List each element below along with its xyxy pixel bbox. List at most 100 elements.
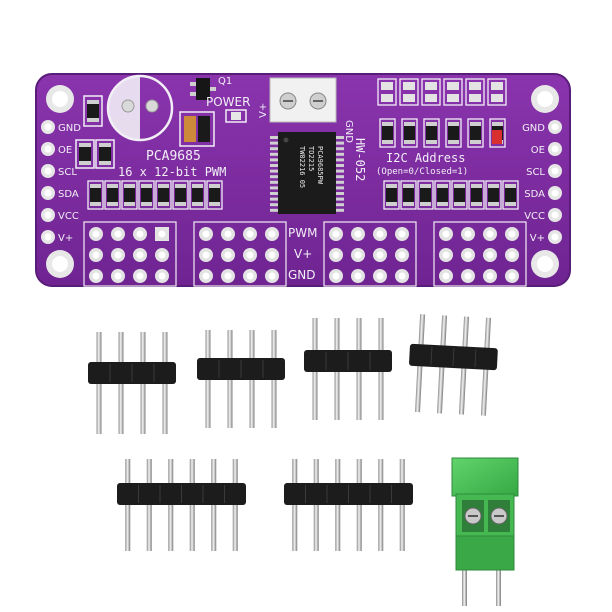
right-pin-label: GND: [522, 123, 545, 134]
pwm-pin-hole: [332, 272, 340, 280]
pin-header-6-b: [284, 459, 413, 551]
pwm-pin-hole: [246, 251, 254, 259]
resistor-left-5: [172, 180, 189, 210]
pwm-pin-hole: [158, 272, 166, 280]
resistor-top-0: [379, 118, 396, 148]
address-jumper-1: [399, 78, 419, 106]
pwm-pin-hole: [114, 230, 122, 238]
address-jumper-3: [443, 78, 463, 106]
left-pin-label: SCL: [58, 167, 77, 178]
resistor-right-3: [434, 180, 451, 210]
pwm-pin-hole: [158, 251, 166, 259]
chip-name-label: PCA9685: [146, 149, 201, 164]
pwm-pin-hole: [268, 251, 276, 259]
pwm-pin-hole: [486, 230, 494, 238]
center-label-vplus: V+: [294, 247, 312, 261]
board-terminal-block: V+ GND: [258, 77, 354, 143]
pin-header-6-a: [117, 459, 246, 551]
mounting-holes: [46, 85, 559, 278]
pwm-pin-hole: [224, 251, 232, 259]
chip-marking-1: PCA9685PW: [316, 146, 324, 185]
i2c-title-label: I2C Address: [386, 151, 465, 165]
pwm-pin-hole: [354, 272, 362, 280]
resistor-right-6: [485, 180, 502, 210]
address-jumper-0: [377, 78, 397, 106]
resistor-left-0: [87, 180, 104, 210]
left-pin-label: SDA: [58, 189, 79, 200]
left-pin-label: VCC: [58, 211, 79, 222]
pwm-pin-hole: [92, 272, 100, 280]
right-pin-label: V+: [530, 233, 545, 244]
center-label-gnd: GND: [288, 268, 316, 282]
pwm-pin-hole: [442, 230, 450, 238]
pwm-group-0: [83, 221, 177, 287]
pcb-board: Q1 POWER: [35, 73, 571, 287]
left-pin-label: OE: [58, 145, 72, 156]
chip-marking-2: TD2215: [307, 146, 315, 171]
pin-header-4-b: [197, 330, 285, 428]
resistor-left-7: [206, 180, 223, 210]
pwm-pin-hole: [332, 230, 340, 238]
left-pin-label: GND: [58, 123, 81, 134]
resistor-row-top: [379, 118, 506, 148]
capacitor-footprint: [106, 74, 174, 142]
right-pin-label: VCC: [524, 211, 545, 222]
pwm-pin-hole: [246, 272, 254, 280]
pwm-pin-hole: [246, 230, 254, 238]
power-label: POWER: [206, 95, 250, 109]
resistor-row-left: [87, 180, 223, 210]
pwm-pin-hole: [268, 272, 276, 280]
pwm-pin-hole: [92, 230, 100, 238]
resistor-right-2: [417, 180, 434, 210]
smd-resistors-left: [75, 95, 215, 169]
pwm-pin-hole: [332, 251, 340, 259]
pwm-pin-hole: [508, 272, 516, 280]
pwm-pin-hole: [508, 230, 516, 238]
transistor-q1: Q1: [190, 76, 232, 100]
pwm-pin-hole: [464, 251, 472, 259]
center-label-pwm: PWM: [288, 226, 317, 240]
right-pin-label: OE: [531, 145, 545, 156]
power-led: [225, 109, 247, 123]
pwm-pin-hole: [114, 272, 122, 280]
resistor-left-2: [121, 180, 138, 210]
resistor-right-4: [451, 180, 468, 210]
pwm-pin-hole: [202, 251, 210, 259]
pwm-pin-hole: [398, 251, 406, 259]
model-label: HW-052: [353, 138, 367, 181]
subtitle-label: 16 x 12-bit PWM: [118, 165, 226, 179]
pwm-pin-hole: [268, 230, 276, 238]
pin-header-4-c: [304, 318, 392, 420]
pwm-pin-hole: [158, 230, 166, 238]
pca9685-chip: PCA9685PW TD2215 TW02216 05: [270, 132, 344, 214]
pwm-group-1: [193, 221, 287, 287]
pwm-pin-hole: [202, 230, 210, 238]
pwm-pin-hole: [224, 230, 232, 238]
pwm-group-2: [323, 221, 417, 287]
pwm-pin-hole: [376, 230, 384, 238]
pwm-pin-hole: [136, 251, 144, 259]
pwm-pin-hole: [202, 272, 210, 280]
pwm-pin-hole: [464, 272, 472, 280]
terminal-gnd-label: GND: [343, 120, 354, 143]
pwm-pin-hole: [464, 230, 472, 238]
address-jumper-5: [487, 78, 507, 106]
resistor-right-5: [468, 180, 485, 210]
resistor-top-3: [445, 118, 462, 148]
resistor-right-7: [502, 180, 519, 210]
terminal-vplus-label: V+: [258, 103, 269, 118]
pwm-pin-hole: [354, 251, 362, 259]
pwm-pin-hole: [354, 230, 362, 238]
address-jumpers: [377, 78, 507, 106]
pwm-pin-hole: [136, 272, 144, 280]
i2c-sub-label: (Open=0/Closed=1): [376, 167, 468, 177]
right-pin-label: SCL: [526, 167, 545, 178]
pin-header-4-a: [88, 332, 176, 434]
pwm-pin-hole: [224, 272, 232, 280]
resistor-right-0: [383, 180, 400, 210]
pwm-pin-hole: [398, 230, 406, 238]
pwm-group-3: [433, 221, 527, 287]
green-terminal-block: [451, 457, 519, 606]
